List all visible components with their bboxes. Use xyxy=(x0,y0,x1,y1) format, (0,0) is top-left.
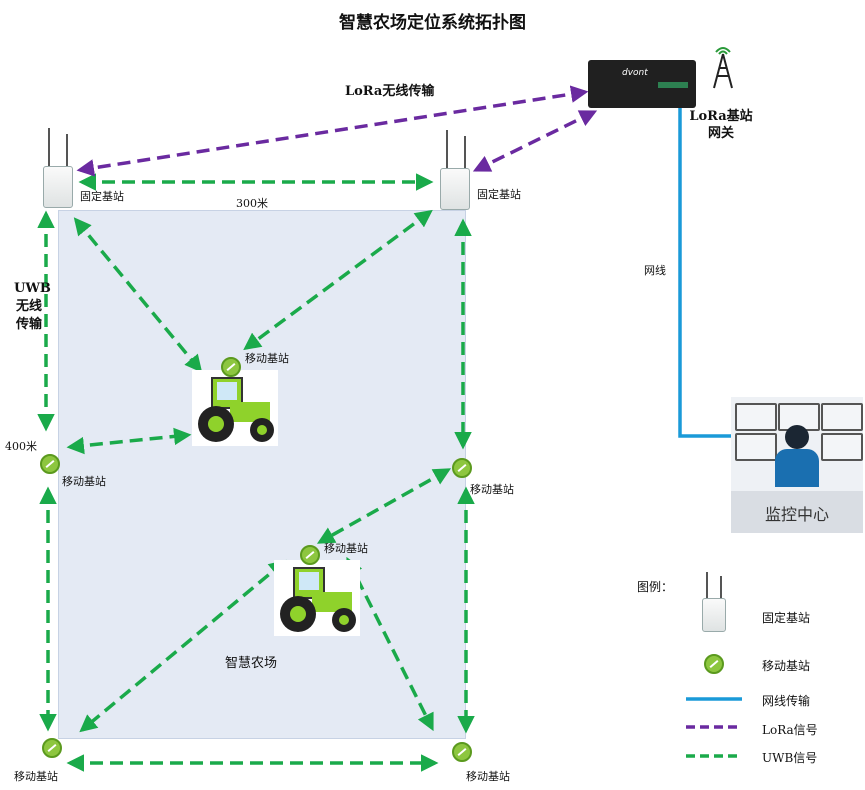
lora-link-gateway-fixedright xyxy=(472,110,598,172)
legend-fixed-label: 固定基站 xyxy=(762,611,811,625)
antenna-icon xyxy=(66,134,68,168)
lora-label: LoRa无线传输 xyxy=(345,84,435,99)
legend-wire-label: 网线传输 xyxy=(762,694,811,708)
lora-gateway[interactable]: dvont xyxy=(588,60,696,108)
antenna-icon xyxy=(720,576,722,600)
antenna-icon xyxy=(464,136,466,170)
gateway-brand: dvont xyxy=(622,68,648,78)
antenna-icon xyxy=(706,572,708,600)
monitor-label: 监控中心 xyxy=(764,505,829,524)
mobile-station-left-mid-label: 移动基站 xyxy=(62,475,106,488)
gateway-label-line2: 网关 xyxy=(707,126,734,141)
tractor-icon xyxy=(280,567,356,632)
legend-mobile-icon xyxy=(704,654,724,674)
fixed-station-icon xyxy=(43,166,73,208)
legend-mobile-label: 移动基站 xyxy=(762,659,811,673)
uwb-link-rightmid-tractor2 xyxy=(316,468,452,544)
gateway-label: LoRa基站 网关 xyxy=(686,108,756,142)
uwb-link-fixedright-tractor1 xyxy=(243,209,433,351)
monitor-screen xyxy=(735,403,777,431)
mobile-station-right-mid[interactable] xyxy=(452,458,472,478)
tower-icon xyxy=(713,47,733,89)
mobile-station-bottom-right-label: 移动基站 xyxy=(466,770,510,783)
fixed-station-right-label: 固定基站 xyxy=(477,188,521,201)
monitor-screen xyxy=(735,433,777,461)
mobile-station-bottom-right[interactable] xyxy=(452,742,472,762)
gateway-label-line1: LoRa基站 xyxy=(689,109,753,124)
legend-line-samples xyxy=(686,697,742,758)
mobile-station-tractor1-label: 移动基站 xyxy=(245,352,289,365)
gateway-ports xyxy=(658,82,688,88)
uwb-label-line1: UWB xyxy=(14,281,51,296)
mobile-station-tractor2-label: 移动基站 xyxy=(324,542,368,555)
uwb-link-tractor2-bottomright xyxy=(346,556,434,732)
height-label: 400米 xyxy=(5,440,37,453)
antenna-icon xyxy=(446,130,448,170)
uwb-link-leftmid-tractor1 xyxy=(66,427,192,455)
mobile-station-bottom-left[interactable] xyxy=(42,738,62,758)
legend-title: 图例： xyxy=(637,580,674,594)
mobile-station-bottom-left-label: 移动基站 xyxy=(14,770,58,783)
legend-lora-label: LoRa信号 xyxy=(762,723,818,737)
network-label: 网线 xyxy=(644,264,666,277)
mobile-station-icon xyxy=(300,545,320,565)
uwb-link-tractor2-bottomleft xyxy=(79,559,287,733)
uwb-label-line2: 无线 xyxy=(15,299,42,314)
operator-head-icon xyxy=(785,425,809,449)
antenna-icon xyxy=(48,128,50,168)
monitor-center[interactable]: 监控中心 xyxy=(731,397,863,533)
fixed-station-right[interactable] xyxy=(437,130,477,220)
diagram-title: 智慧农场定位系统拓扑图 xyxy=(339,13,526,33)
legend-uwb-label: UWB信号 xyxy=(762,751,818,765)
monitor-label-bar xyxy=(731,491,863,533)
mobile-station-right-mid-label: 移动基站 xyxy=(470,483,514,496)
network-cable xyxy=(678,90,736,438)
fixed-station-left-label: 固定基站 xyxy=(80,190,124,203)
fixed-station-icon xyxy=(440,168,470,210)
monitor-screen xyxy=(821,433,863,461)
monitor-screen xyxy=(821,403,863,431)
fixed-station-left[interactable] xyxy=(40,128,80,218)
uwb-link-fixedleft-tractor1 xyxy=(73,217,203,373)
uwb-label-line3: 传输 xyxy=(15,317,42,332)
fixed-station-icon xyxy=(702,598,726,632)
legend-fixed-icon xyxy=(700,572,730,636)
tractor-2[interactable] xyxy=(274,560,360,636)
width-label: 300米 xyxy=(236,197,268,210)
mobile-station-left-mid[interactable] xyxy=(40,454,60,474)
uwb-label: UWB 无线 传输 xyxy=(14,280,51,334)
mobile-station-icon xyxy=(221,357,241,377)
tractor-1[interactable] xyxy=(192,370,278,446)
tractor-icon xyxy=(198,377,274,442)
lora-link-gateway-fixedleft xyxy=(76,85,589,177)
operator-body-icon xyxy=(775,449,819,487)
